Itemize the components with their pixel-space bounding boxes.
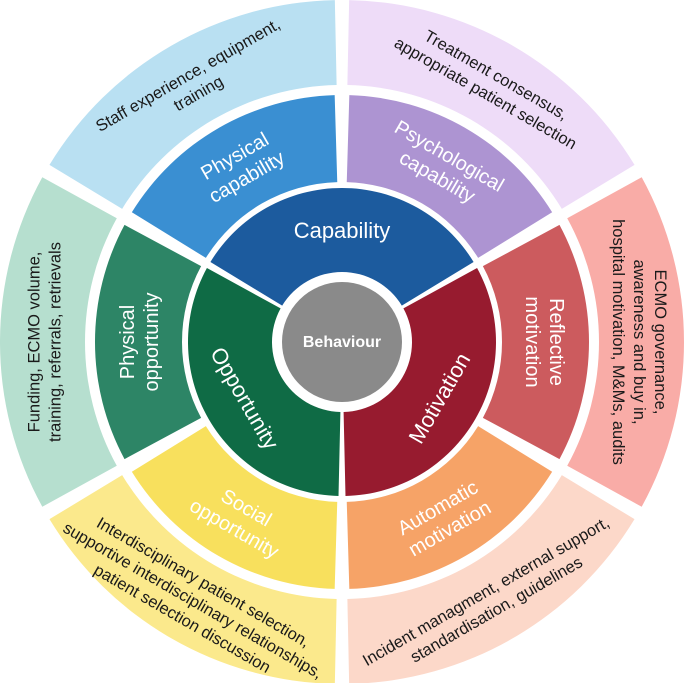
physical-capability-segment [131,95,338,258]
social-opportunity-segment [131,426,338,589]
reflective-motivation-label: Reflectivemotivation [521,296,567,387]
reflective-motivation-detail-text-line: hospital motivation, M&Ms, audits [609,219,627,465]
physical-opportunity-detail-text-line: training, referrals, retrievals [46,242,64,442]
physical-opportunity-label-line: Physical [117,305,139,379]
center-circle [282,282,402,402]
reflective-motivation-label-line: motivation [521,296,543,387]
center-label: Behaviour [303,334,381,351]
capability-segment [210,187,474,306]
opportunity-segment [188,268,341,496]
reflective-motivation-detail-text-line: awareness and buy in, [630,259,648,424]
automatic-motivation-segment [346,426,553,589]
social-opportunity-detail-segment [49,475,337,683]
reflective-motivation-detail-segment [567,177,685,507]
reflective-motivation-detail-text: ECMO governance,awareness and buy in,hos… [609,219,669,465]
physical-opportunity-segment [94,224,202,460]
physical-opportunity-detail-text: Funding, ECMO volume,training, referrals… [25,242,64,442]
physical-opportunity-detail-text-line: Funding, ECMO volume, [25,252,43,433]
reflective-motivation-segment [482,224,590,460]
psychological-capability-detail-segment [347,0,635,209]
reflective-motivation-label-line: Reflective [545,298,567,386]
reflective-motivation-detail-text-line: ECMO governance, [651,270,669,415]
motivation-segment [343,268,496,496]
capability-label: Capability [294,218,391,243]
physical-opportunity-detail-segment [0,177,117,507]
physical-opportunity-label-line: opportunity [141,293,163,392]
psychological-capability-segment [346,95,553,258]
automatic-motivation-detail-segment [347,475,635,683]
physical-capability-detail-segment [49,0,337,209]
